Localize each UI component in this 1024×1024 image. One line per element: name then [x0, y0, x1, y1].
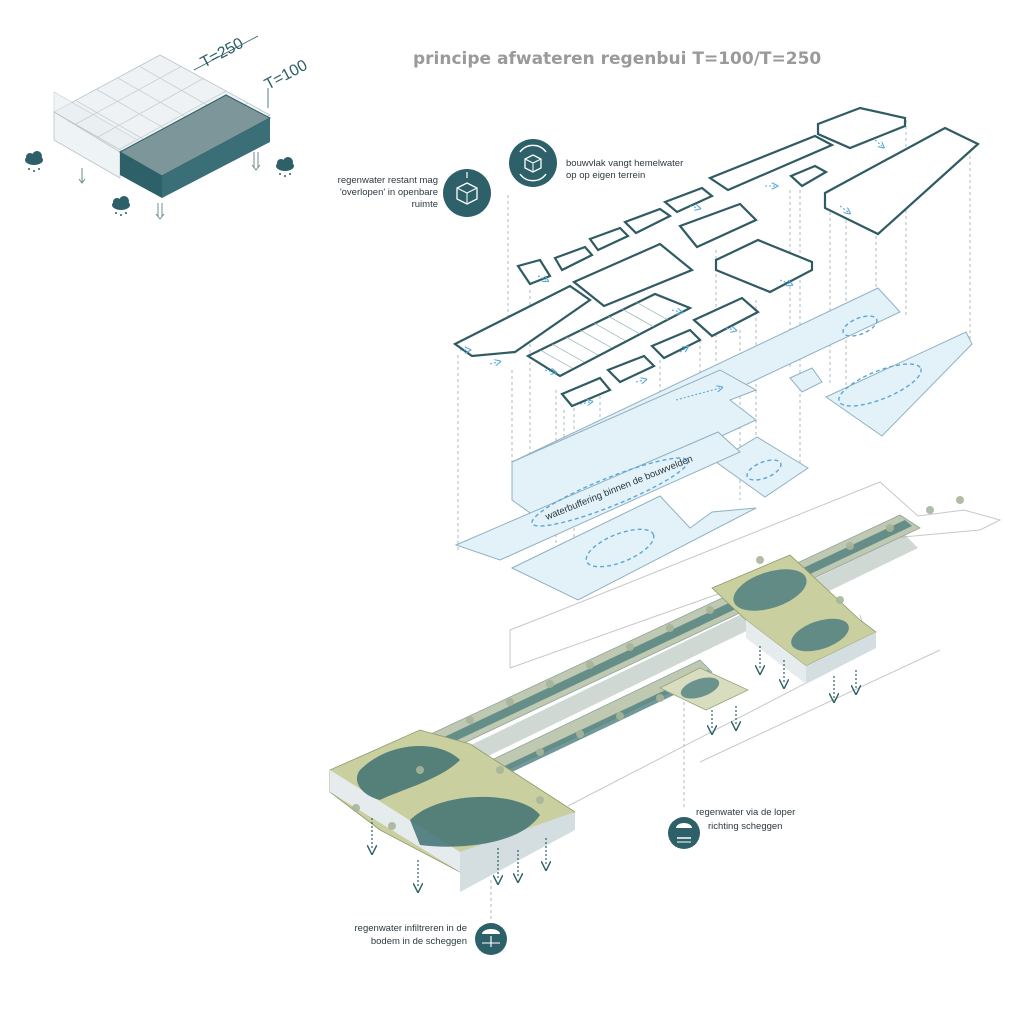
storage-block-diagram: T=250 T=100: [25, 35, 311, 220]
rain-runoff-icon: [668, 817, 700, 849]
cloud-rain-icon: [112, 196, 130, 216]
infiltreren-line-2: bodem in de scheggen: [371, 936, 467, 947]
cube-overflow-icon: [443, 169, 491, 217]
annotation-overlopen: regenwater restant mag 'overlopen' in op…: [338, 175, 438, 210]
bouwvlak-line-1: bouwvlak vangt hemelwater: [566, 158, 683, 169]
annotation-loper: regenwater via de loper richting schegge…: [696, 807, 795, 832]
loper-line-2: richting scheggen: [708, 821, 782, 832]
diagram-title: principe afwateren regenbui T=100/T=250: [413, 49, 821, 69]
loper-line-1: regenwater via de loper: [696, 807, 795, 818]
water-buffer-layer: waterbuffering binnen de bouwvelden: [454, 287, 973, 601]
annotation-infiltreren: regenwater infiltreren in de bodem in de…: [355, 923, 467, 947]
annotation-bouwvlak: bouwvlak vangt hemelwater op op eigen te…: [566, 158, 683, 181]
cloud-rain-icon: [25, 151, 43, 172]
t100-label: T=100: [262, 57, 311, 94]
cube-cycle-icon: [509, 139, 557, 187]
overlopen-line-1: regenwater restant mag: [338, 175, 438, 186]
infiltreren-line-1: regenwater infiltreren in de: [355, 923, 467, 934]
cloud-rain-icon: [276, 157, 294, 177]
green-corridor: [329, 496, 964, 892]
rain-infiltrate-icon: [475, 923, 507, 955]
building-plots-layer: [452, 106, 980, 408]
t250-label: T=250: [198, 35, 247, 72]
bouwvlak-line-2: op op eigen terrein: [566, 170, 645, 181]
overlopen-line-2: 'overlopen' in openbare: [340, 187, 438, 198]
overlopen-line-3: ruimte: [412, 199, 438, 210]
